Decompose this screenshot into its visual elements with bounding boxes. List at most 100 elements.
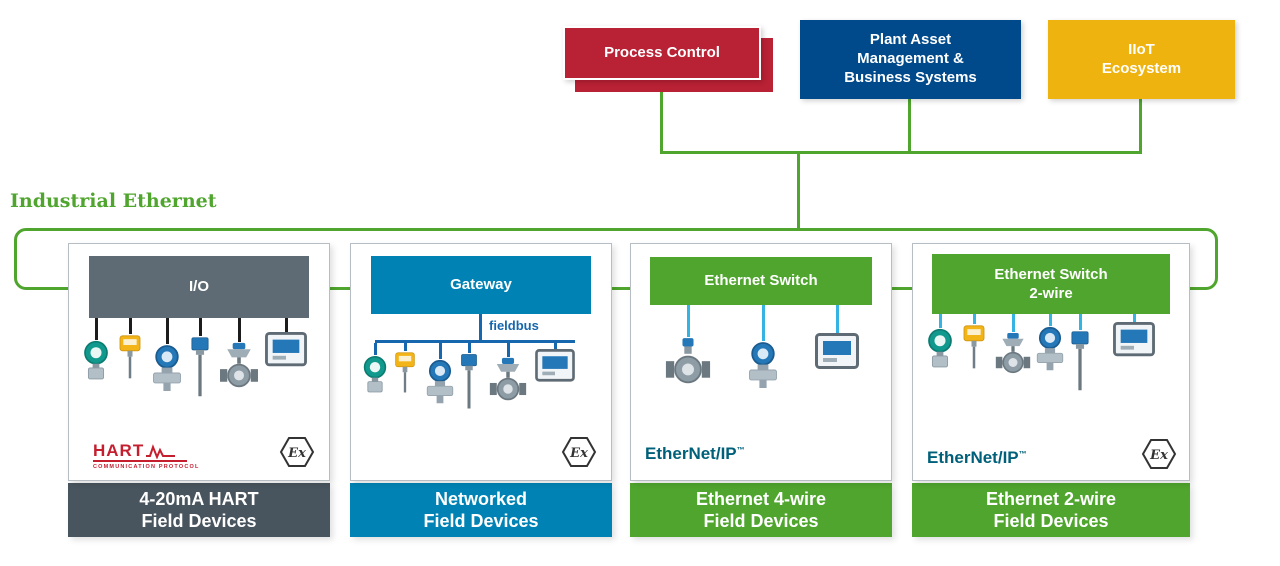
wire [972,314,976,324]
hart-wave-icon [146,444,176,459]
level-probe-icon [1067,330,1093,392]
control-valve-icon [489,357,527,402]
wire [128,318,132,334]
wire [938,314,942,328]
wire [467,343,471,353]
ethernet-ip-logo: EtherNet/IP™ [927,448,1027,468]
field-device [359,343,391,397]
field-device [745,305,781,390]
field-device [423,343,457,405]
ethernet-4wire-field-devices-group: Ethernet Switch EtherNet/IP™ Ethernet 4-… [630,243,892,537]
field-device [219,318,259,389]
ethernet-switch-2wire-header-line2: 2-wire [1029,285,1073,302]
field-device [457,343,481,410]
field-device [815,305,859,375]
fieldbus-stem-wire [479,314,482,342]
transmitter-icon [359,355,391,397]
temperature-sensor-icon [959,324,989,371]
fieldbus-trunk-wire [375,340,575,343]
ethernet-switch-header: Ethernet Switch [650,257,872,305]
ethernet-4wire-group-footer: Ethernet 4-wire Field Devices [630,483,892,537]
field-device [391,343,419,395]
footer-line1: Ethernet 2-wire [985,488,1117,509]
transmitter-icon [923,328,957,372]
field-device [489,343,527,402]
hart-device-box: I/O [68,243,330,481]
ex-hazardous-area-icon: Ex [1141,439,1177,469]
networked-field-devices-group: Gateway fieldbus [350,243,612,537]
field-device [959,314,989,371]
wire [1132,314,1136,322]
iiot-ecosystem-box: IIoT Ecosystem [1048,20,1235,99]
wire [403,343,407,351]
level-probe-icon [457,353,481,410]
svg-text:Ex: Ex [287,446,306,461]
footer-line2: Field Devices [423,511,539,531]
footer-line2: Field Devices [141,511,257,531]
wire [1048,314,1052,326]
ethernet-switch-header-label: Ethernet Switch [704,272,818,290]
ethernet-switch-2wire-header: Ethernet Switch 2-wire [932,254,1170,314]
field-device [149,318,185,393]
footer-line1: Ethernet 4-wire [695,488,827,509]
gateway-device-box: Gateway fieldbus [350,243,612,481]
transmitter-icon [79,340,113,384]
hart-logo-subtext: COMMUNICATION PROTOCOL [93,464,200,470]
gateway-header: Gateway [371,256,591,314]
footer-line1: Networked [434,488,528,509]
footer-line1: 4-20mA HART [139,488,259,509]
ethernet-switch-device-box: Ethernet Switch EtherNet/IP™ [630,243,892,481]
svg-text:Ex: Ex [569,446,588,461]
display-indicator-icon [265,332,307,372]
wire [761,305,765,341]
iiot-ecosystem-label: IIoT Ecosystem [1101,40,1182,77]
fieldbus-label: fieldbus [489,318,539,333]
field-device [265,318,307,372]
wire [553,343,557,349]
display-indicator-icon [1113,322,1155,362]
field-device [1033,314,1067,372]
control-valve-icon [219,342,259,389]
footer-line2: Field Devices [703,511,819,531]
wire [284,318,288,332]
io-header-label: I/O [188,278,209,296]
ethernet-2wire-group-footer: Ethernet 2-wire Field Devices [912,483,1190,537]
industrial-ethernet-label: Industrial Ethernet [10,190,217,212]
display-indicator-icon [535,349,575,387]
field-device [187,318,213,398]
wire [237,318,241,342]
wire [1078,314,1082,330]
wire [165,318,169,344]
hart-logo-text: HART [93,441,145,460]
field-device [665,305,711,389]
wire [1011,314,1015,332]
ethernet-switch-2wire-device-box: Ethernet Switch 2-wire [912,243,1190,481]
field-device [1067,314,1093,392]
svg-text:Ex: Ex [1149,448,1168,463]
wire [373,343,377,355]
hart-logo-row: HART [93,442,187,462]
level-probe-icon [187,336,213,398]
ethernet-ip-logo: EtherNet/IP™ [645,444,745,464]
ex-hazardous-area-icon: Ex [561,437,597,467]
hart-protocol-logo: HART COMMUNICATION PROTOCOL [93,442,217,470]
hart-group-footer: 4-20mA HART Field Devices [68,483,330,537]
footer-line2: Field Devices [993,511,1109,531]
gauge-transmitter-icon [1033,326,1067,372]
trademark-mark: ™ [1018,449,1027,459]
gauge-transmitter-icon [149,344,185,393]
connector-top-horizontal [660,151,1142,154]
field-device [535,343,575,387]
plant-asset-box: Plant Asset Management & Business System… [800,20,1021,99]
connector-backbone-drop [797,151,800,231]
field-device [995,314,1031,375]
wire [686,305,690,337]
ethernet-switch-2wire-header-line1: Ethernet Switch [994,265,1108,283]
control-valve-icon [995,332,1031,375]
hart-field-devices-group: I/O [68,243,330,537]
display-indicator-icon [815,333,859,375]
networked-group-footer: Networked Field Devices [350,483,612,537]
wire [198,318,202,336]
flow-meter-icon [665,337,711,389]
